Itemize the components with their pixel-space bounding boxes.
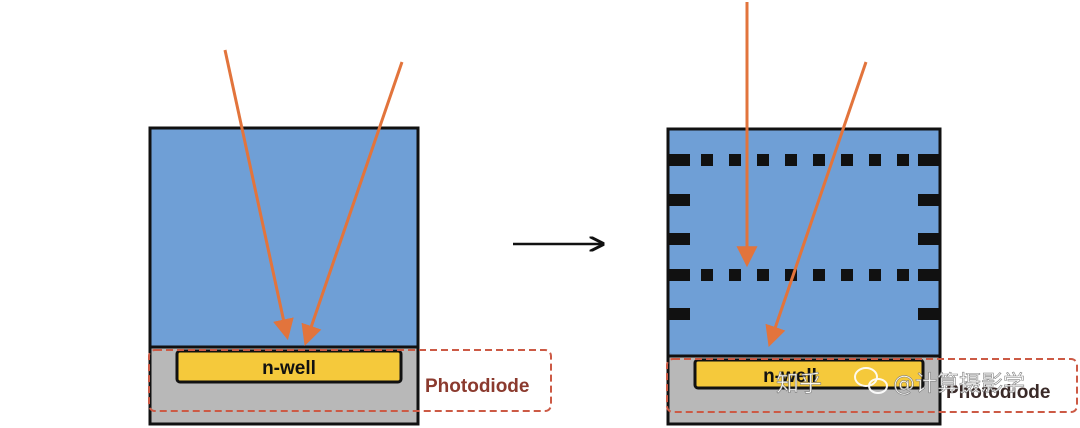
- metal-segment: [701, 269, 713, 281]
- left-light-ray-2: [301, 61, 404, 346]
- left-nwell-label: n-well: [262, 358, 316, 379]
- watermark-author: @计算摄影学: [893, 372, 1025, 397]
- metal-segment: [668, 154, 690, 166]
- metal-segment: [918, 269, 940, 281]
- right-pixel: n-well: [666, 2, 1078, 426]
- metal-segment: [785, 154, 797, 166]
- right-photodiode-region: [666, 358, 1078, 413]
- left-pixel: n-well Photodiode: [148, 49, 552, 426]
- wechat-icon: [854, 367, 888, 394]
- metal-segment: [757, 154, 769, 166]
- metal-segment: [813, 269, 825, 281]
- left-photodiode-label: Photodiode: [425, 376, 529, 397]
- metal-segment: [668, 194, 690, 206]
- metal-segment: [918, 233, 940, 245]
- metal-segment: [869, 154, 881, 166]
- watermark-platform: 知乎: [776, 371, 822, 397]
- right-photodiode-label: Photodiode: [946, 382, 1050, 403]
- left-photodiode-region: [148, 349, 552, 412]
- metal-segment: [668, 269, 690, 281]
- metal-segment: [813, 154, 825, 166]
- metal-segment: [729, 269, 741, 281]
- metal-segment: [729, 154, 741, 166]
- metal-segment: [897, 269, 909, 281]
- metal-segment: [841, 269, 853, 281]
- left-substrate: [148, 126, 420, 349]
- metal-segment: [869, 269, 881, 281]
- metal-segment: [918, 308, 940, 320]
- left-light-ray-1: [223, 49, 294, 341]
- metal-segment: [701, 154, 713, 166]
- watermark: 知乎 @计算摄影学: [776, 367, 1025, 397]
- metal-segment: [668, 233, 690, 245]
- right-nwell-label: n-well: [763, 366, 817, 387]
- metal-segment: [897, 154, 909, 166]
- metal-segment: [668, 308, 690, 320]
- right-light-ray-2: [765, 61, 868, 347]
- metal-segment: [841, 154, 853, 166]
- metal-segment: [757, 269, 769, 281]
- metal-segment: [918, 154, 940, 166]
- metal-segment: [918, 194, 940, 206]
- metal-interconnect-layers: [668, 154, 940, 320]
